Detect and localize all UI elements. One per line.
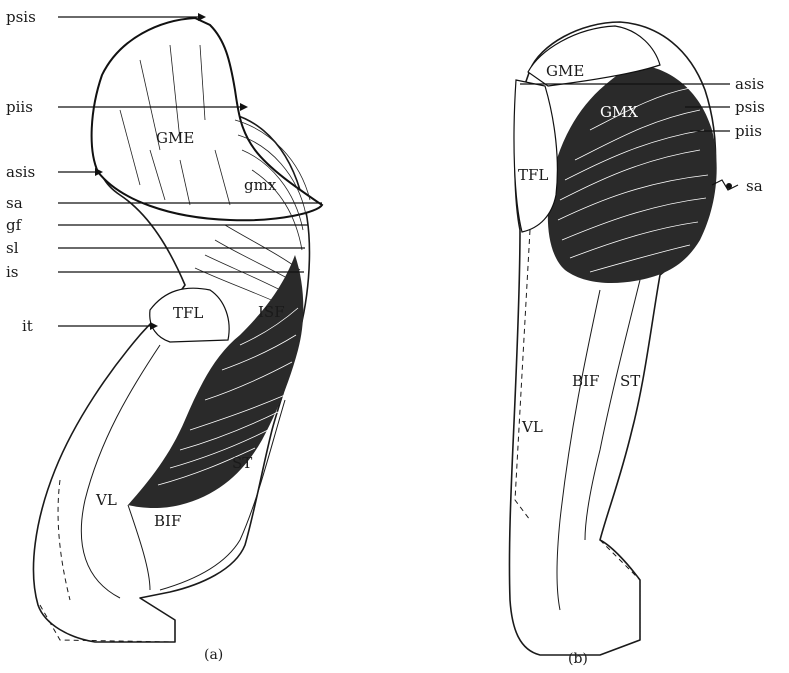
label-sa-a: sa — [6, 194, 23, 212]
caption-b: (b) — [568, 651, 588, 667]
label-psis-b: psis — [735, 98, 765, 116]
figure-a: psis piis asis sa gf sl is it GME gmx TF… — [6, 8, 322, 663]
gluteus-mass-b — [548, 65, 717, 283]
label-ISF-a: ISF — [258, 303, 285, 321]
label-piis-a: piis — [6, 98, 33, 116]
label-psis-a: psis — [6, 8, 36, 26]
foot-dashed-a — [40, 605, 175, 642]
label-GMX-b: GMX — [600, 103, 638, 121]
label-VL-b: VL — [521, 418, 543, 436]
label-asis-b: asis — [735, 75, 764, 93]
vl-dotted-a — [58, 480, 70, 600]
bif-contour-a — [128, 505, 150, 590]
label-asis-a: asis — [6, 163, 35, 181]
label-GME-a: GME — [156, 129, 194, 147]
label-GME-b: GME — [546, 62, 584, 80]
tfl-region-b — [514, 80, 557, 232]
label-ST-a: ST — [232, 454, 252, 472]
label-sl-a: sl — [6, 239, 19, 257]
label-it-a: it — [22, 317, 33, 335]
label-piis-b: piis — [735, 122, 762, 140]
label-is-a: is — [6, 263, 19, 281]
gluteus-mass-a — [128, 255, 303, 508]
bif-contour-b — [557, 290, 600, 610]
vl-dashed-b — [515, 230, 530, 520]
label-TFL-b: TFL — [518, 166, 548, 184]
caption-a: (a) — [204, 647, 223, 663]
vl-contour-a — [81, 345, 160, 598]
label-BIF-b: BIF — [572, 372, 599, 390]
figure-b: asis psis piis sa GME GMX TFL VL BIF ST … — [509, 22, 764, 667]
label-BIF-a: BIF — [154, 512, 181, 530]
label-gf-a: gf — [6, 216, 23, 234]
label-gmx-a: gmx — [244, 176, 277, 194]
label-sa-b: sa — [746, 177, 763, 195]
label-ST-b: ST — [620, 372, 640, 390]
label-TFL-a: TFL — [173, 304, 203, 322]
label-VL-a: VL — [95, 491, 117, 509]
